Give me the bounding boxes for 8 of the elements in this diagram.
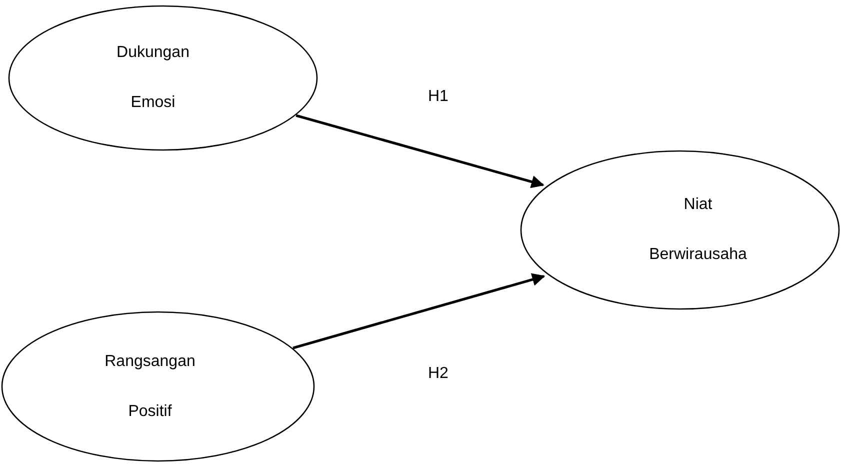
- node-label: Niat Berwirausaha: [648, 195, 748, 265]
- node-label: Rangsangan Positif: [104, 352, 196, 422]
- node-label: Dukungan Emosi: [116, 43, 190, 113]
- ellipse-node: [520, 150, 840, 310]
- ellipse-node: [8, 5, 318, 151]
- arrow: [292, 273, 546, 350]
- arrow: [296, 114, 544, 188]
- ellipse-node: [1, 311, 315, 462]
